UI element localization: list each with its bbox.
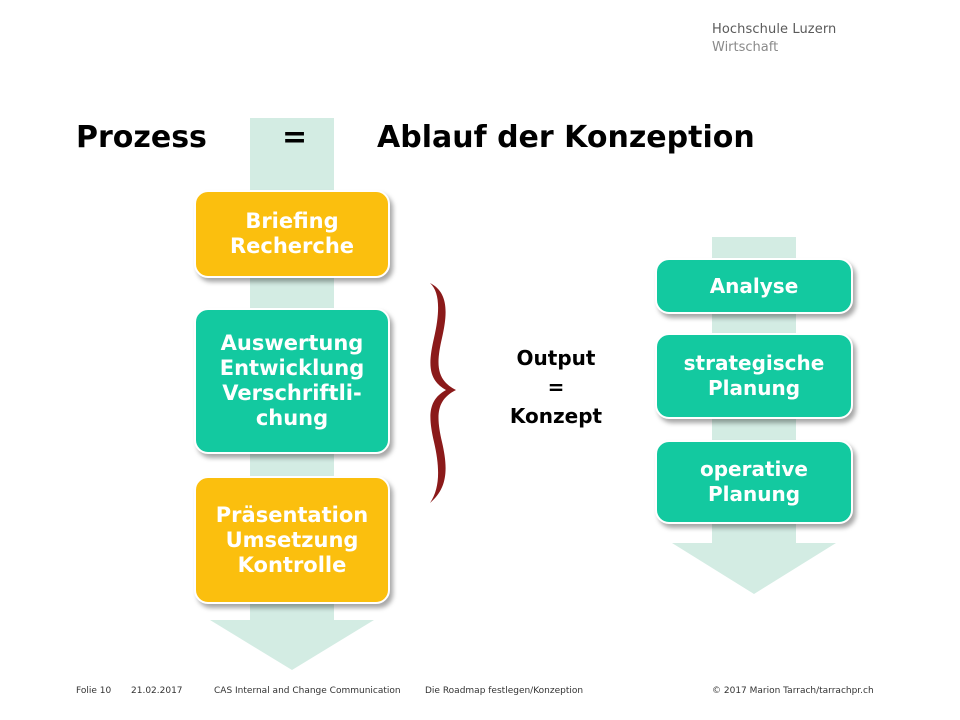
step-auswertung-line: chung [255,406,329,430]
footer-date: 21.02.2017 [131,686,183,696]
step-auswertung-line: Auswertung [220,331,364,355]
curly-brace [430,283,456,503]
phase-strategische-line: Planung [707,376,801,400]
step-praesentation: Präsentation Umsetzung Kontrolle [194,476,390,604]
step-briefing-line: Briefing [245,209,339,233]
output-label: Output [516,346,596,370]
phase-strategische-planung: strategische Planung [655,333,853,419]
title-process: Prozess [76,120,207,155]
step-praesentation-line: Umsetzung [225,527,359,552]
output-concept: Output = Konzept [496,344,616,431]
phase-strategische-line: strategische [683,351,825,375]
step-briefing: Briefing Recherche [194,190,390,278]
title-equals: = [282,120,308,155]
output-result: Konzept [509,404,603,428]
phase-operative-line: operative [700,457,808,481]
step-auswertung-line: Verschriftli- [222,381,362,405]
phase-analyse-line: Analyse [709,273,799,298]
phase-operative-line: Planung [707,482,801,506]
footer-copyright: © 2017 Marion Tarrach/tarrachpr.ch [712,686,874,696]
footer-course: CAS Internal and Change Communication [214,686,401,696]
phase-operative-planung: operative Planung [655,440,853,524]
step-praesentation-line: Präsentation [215,502,369,527]
title-definition: Ablauf der Konzeption [377,120,755,155]
footer-slide-number: Folie 10 [76,686,112,696]
logo-institution: Hochschule Luzern [712,22,837,37]
logo-department: Wirtschaft [712,40,779,55]
step-praesentation-line: Kontrolle [237,552,347,577]
phase-analyse: Analyse [655,258,853,314]
step-briefing-line: Recherche [229,234,355,258]
step-auswertung: Auswertung Entwicklung Verschriftli- chu… [194,308,390,454]
output-equals: = [547,375,565,399]
step-auswertung-line: Entwicklung [219,356,365,380]
footer-topic: Die Roadmap festlegen/Konzeption [425,686,584,696]
